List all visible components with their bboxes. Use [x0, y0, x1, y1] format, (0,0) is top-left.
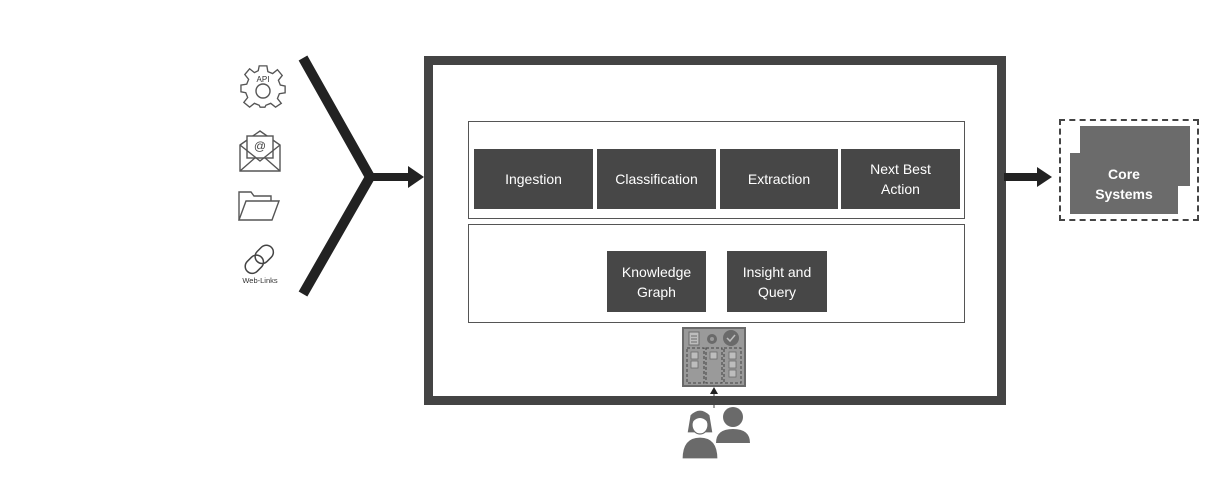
api-label: API [257, 75, 270, 84]
workflow-dashboard-icon [682, 327, 746, 387]
knowledge-panel: Knowledge Graph Insight and Query [468, 224, 965, 323]
core-systems-container [1059, 119, 1199, 221]
platform-frame [424, 56, 1006, 405]
output-arrow [1004, 167, 1052, 187]
web-links-label: Web-Links [242, 276, 278, 285]
step-classification[interactable]: Classification [597, 149, 716, 209]
user-input-arrow [710, 387, 718, 408]
step-extraction[interactable]: Extraction [720, 149, 838, 209]
link-icon: Web-Links [238, 243, 282, 287]
core-systems-front-shape[interactable] [1070, 153, 1178, 214]
email-at-sign: @ [254, 139, 266, 153]
step-knowledge-graph[interactable]: Knowledge Graph [607, 251, 706, 312]
users-icon [681, 407, 750, 459]
email-icon: @ [238, 127, 282, 173]
core-systems-label: Core Systems [1095, 166, 1153, 202]
step-ingestion[interactable]: Ingestion [474, 149, 593, 209]
input-funnel-arrow [298, 55, 424, 297]
folder-icon [237, 190, 281, 222]
step-next-best-action[interactable]: Next Best Action [841, 149, 960, 209]
processing-panel: Ingestion Classification Extraction Next… [468, 121, 965, 219]
api-gear-icon: API [240, 63, 286, 109]
step-insight-query[interactable]: Insight and Query [727, 251, 827, 312]
